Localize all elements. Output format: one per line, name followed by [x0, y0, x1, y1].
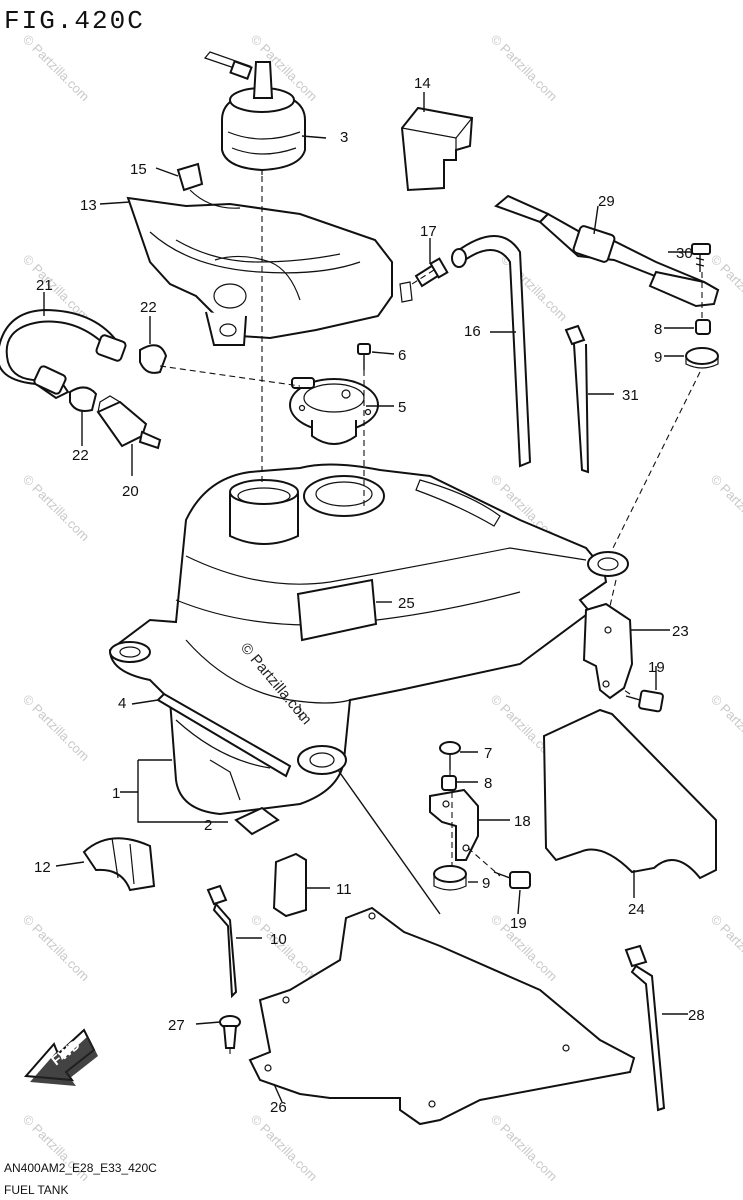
fuel-gauge-unit	[289, 377, 379, 445]
figure-code: AN400AM2_E28_E33_420C	[4, 1161, 157, 1175]
callout-14: 14	[414, 75, 431, 92]
callout-7: 7	[484, 745, 492, 762]
callout-9: 9	[654, 349, 662, 366]
breather-cover	[400, 106, 474, 192]
bolt-19-lower	[493, 871, 531, 889]
callout-5: 5	[398, 399, 406, 416]
watermark-text: © Partzilla.com	[20, 912, 93, 985]
watermark-text: © Partzilla.com	[498, 252, 571, 325]
guard-cable-29	[494, 194, 720, 308]
grommet-9-lower	[433, 865, 467, 891]
callout-26: 26	[270, 1099, 287, 1116]
hose-clamp-lower	[69, 386, 98, 412]
vent-hose	[176, 162, 241, 209]
callout-27: 27	[168, 1017, 185, 1034]
tank-cover	[126, 196, 413, 346]
callout-18: 18	[514, 813, 531, 830]
watermark-text: © Partzilla.com	[708, 912, 743, 985]
callout-4: 4	[118, 695, 126, 712]
cable-tie-28	[624, 944, 666, 1112]
callout-19: 19	[510, 915, 527, 932]
collar-8-upper	[695, 319, 711, 335]
bracket-23	[582, 602, 634, 700]
bolt-6	[357, 343, 371, 370]
watermark-text: © Partzilla.com	[488, 1112, 561, 1185]
callout-28: 28	[688, 1007, 705, 1024]
callout-31: 31	[622, 387, 639, 404]
callout-22: 22	[140, 299, 157, 316]
fuel-filter	[96, 395, 162, 450]
callout-17: 17	[420, 223, 437, 240]
callout-1: 1	[112, 785, 120, 802]
grommet-9-upper	[685, 347, 719, 369]
watermark-text: © Partzilla.com	[20, 32, 93, 105]
callout-labels: 1234567889910111213141516171819192021222…	[34, 75, 705, 1116]
leader-lines	[43, 92, 703, 1103]
bolt-30	[691, 243, 711, 272]
watermark-text: © Partzilla.com	[708, 472, 743, 545]
callout-23: 23	[672, 623, 689, 640]
undercover-26	[248, 906, 636, 1126]
callout-24: 24	[628, 901, 645, 918]
heat-shield-24	[542, 708, 717, 880]
callout-6: 6	[398, 347, 406, 364]
bolt-19-right	[625, 689, 664, 713]
callout-15: 15	[130, 161, 147, 178]
push-rivet-27	[219, 1015, 241, 1049]
callout-11: 11	[336, 881, 352, 898]
fuel-hose-21	[0, 308, 127, 400]
fitting-17	[414, 257, 449, 288]
callout-25: 25	[398, 595, 415, 612]
fwd-arrow-icon: FWD	[23, 1028, 98, 1086]
callout-8: 8	[484, 775, 492, 792]
callout-12: 12	[34, 859, 51, 876]
callout-20: 20	[122, 483, 139, 500]
bracket-18	[429, 788, 479, 861]
callout-16: 16	[464, 323, 481, 340]
fuel-tank	[108, 463, 629, 816]
watermark-text: © Partzilla.com	[248, 1112, 321, 1185]
figure-title: FIG.420C	[4, 6, 145, 36]
callout-3: 3	[340, 129, 348, 146]
drain-hose-16	[451, 235, 532, 468]
watermark-text: © Partzilla.com	[20, 692, 93, 765]
callout-21: 21	[36, 277, 53, 294]
overflow-hose-4	[156, 692, 292, 778]
figure-name: FUEL TANK	[4, 1183, 68, 1197]
hose-clamp-upper	[139, 344, 168, 374]
callout-30: 30	[676, 245, 693, 262]
clip-11	[272, 852, 307, 918]
cushion-12	[82, 837, 156, 892]
callout-29: 29	[598, 193, 615, 210]
cable-tie-31	[564, 324, 590, 474]
bolt-7	[439, 741, 461, 770]
callout-2: 2	[204, 817, 212, 834]
watermark-text: © Partzilla.com	[20, 472, 93, 545]
callout-10: 10	[270, 931, 287, 948]
cable-tie-10	[206, 884, 238, 999]
watermark-text: © Partzilla.com	[708, 692, 743, 765]
watermark-text: © Partzilla.com	[488, 32, 561, 105]
callout-22: 22	[72, 447, 89, 464]
callout-9: 9	[482, 875, 490, 892]
callout-8: 8	[654, 321, 662, 338]
collar-8-lower	[441, 775, 457, 791]
fuel-cap	[203, 51, 306, 175]
callout-19: 19	[648, 659, 665, 676]
pad-2	[234, 806, 280, 836]
callout-13: 13	[80, 197, 97, 214]
